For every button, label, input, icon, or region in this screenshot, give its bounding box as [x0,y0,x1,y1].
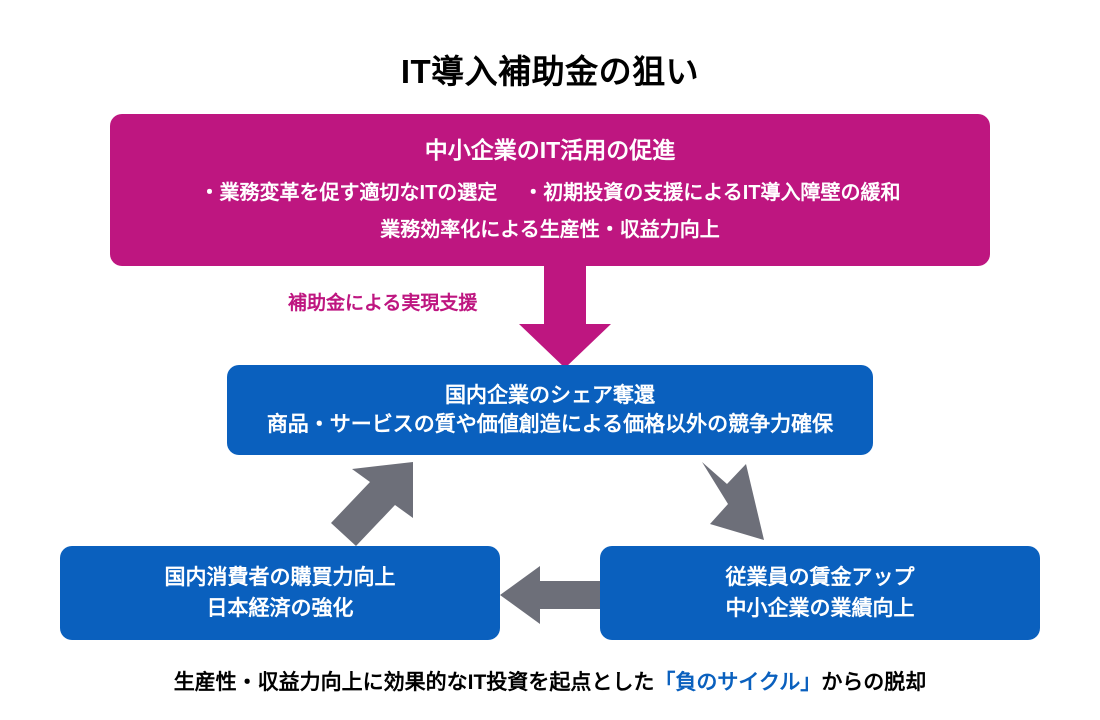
node-box-wage: 従業員の賃金アップ 中小企業の業績向上 [600,546,1040,640]
node-box-share: 国内企業のシェア奪還 商品・サービスの質や価値創造による価格以外の競争力確保 [227,365,873,455]
wage-line-2: 中小企業の業績向上 [725,597,915,620]
share-headline: 国内企業のシェア奪還 [445,383,655,407]
promotion-bullet-left: ・業務変革を促す適切なITの選定 [199,181,498,204]
promotion-bullet-right: ・初期投資の支援によるIT導入障壁の緩和 [523,181,901,204]
node-box-consumer: 国内消費者の購買力向上 日本経済の強化 [60,546,500,640]
consumer-line-1: 国内消費者の購買力向上 [164,565,396,589]
arrow-up-right-icon [331,462,413,546]
caption-suffix: からの脱却 [821,671,927,694]
promotion-headline: 中小企業のIT活用の促進 [424,137,676,164]
promotion-sub: 業務効率化による生産性・収益力向上 [380,218,720,241]
wage-line-1: 従業員の賃金アップ [725,565,915,589]
consumer-line-2: 日本経済の強化 [206,597,354,620]
subsidy-support-label: 補助金による実現支援 [288,293,478,314]
arrow-down-icon [519,266,611,368]
share-sub: 商品・サービスの質や価値創造による価格以外の競争力確保 [266,413,834,436]
caption-accent: 「負のサイクル」 [654,671,822,694]
node-box-promotion: 中小企業のIT活用の促進 ・業務変革を促す適切なITの選定 ・初期投資の支援による… [110,114,990,266]
arrow-left-icon [500,566,602,624]
arrow-down-right-icon [702,462,764,540]
page-title: IT導入補助金の狙い [400,53,700,90]
caption: 生産性・収益力向上に効果的なIT投資を起点とした「負のサイクル」からの脱却 [0,666,1100,696]
promotion-bullets: ・業務変革を促す適切なITの選定 ・初期投資の支援によるIT導入障壁の緩和 [200,179,901,208]
caption-prefix: 生産性・収益力向上に効果的なIT投資を起点とした [173,671,655,694]
